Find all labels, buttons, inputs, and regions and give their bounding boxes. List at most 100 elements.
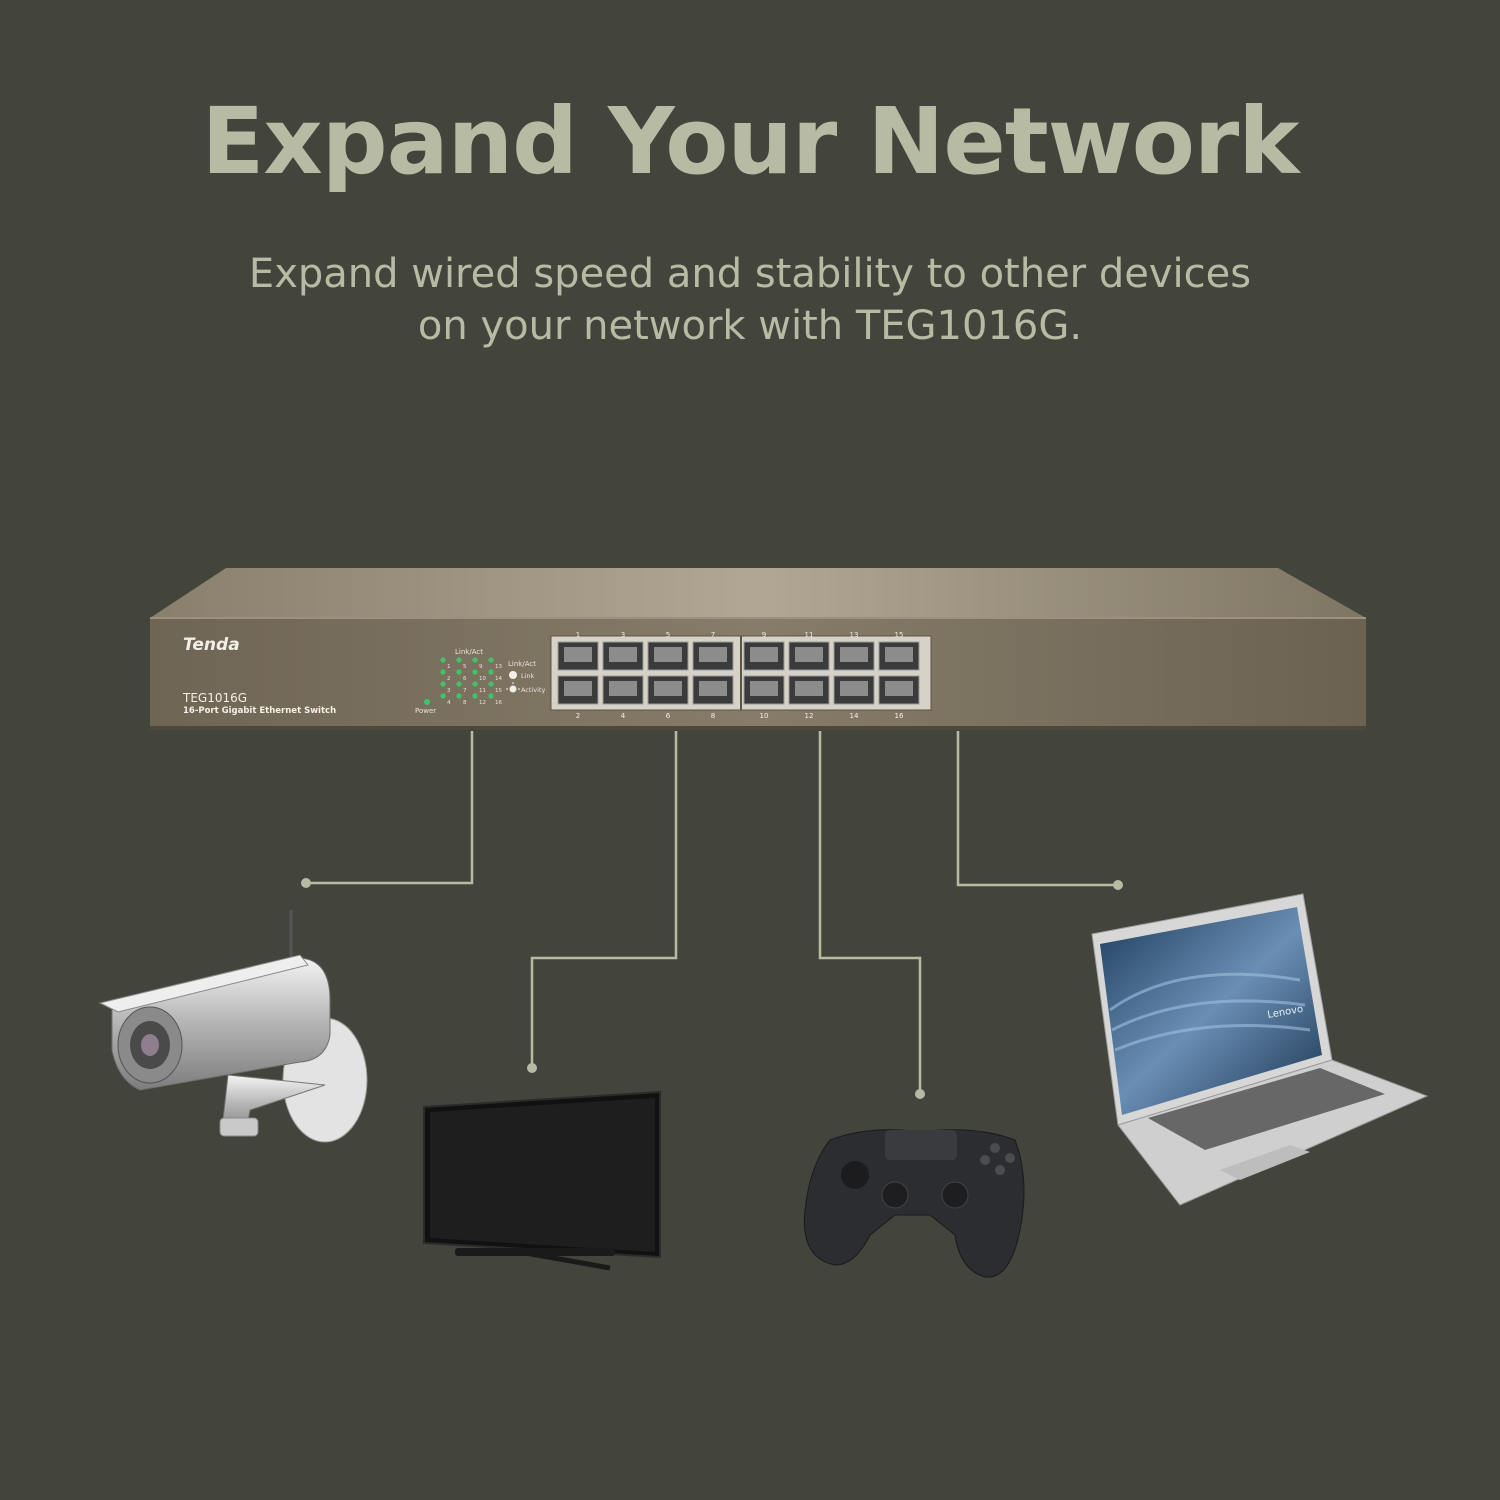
ethernet-port-contacts — [795, 681, 823, 696]
led-header: Link/Act — [455, 648, 483, 656]
port-led-13 — [488, 657, 494, 663]
ethernet-port-contacts — [750, 681, 778, 696]
port-led-label: 14 — [495, 676, 502, 682]
port-led-4 — [440, 693, 446, 699]
ethernet-port-contacts — [609, 647, 637, 662]
port-number-label: 2 — [576, 712, 580, 720]
subheadline: Expand wired speed and stability to othe… — [0, 248, 1500, 352]
port-number-label: 9 — [762, 631, 766, 639]
port-led-14 — [488, 669, 494, 675]
subheadline-line-1: Expand wired speed and stability to othe… — [248, 251, 1252, 297]
network-switch: Tenda TEG1016G 16-Port Gigabit Ethernet … — [150, 568, 1366, 730]
port-number-label: 14 — [850, 712, 859, 720]
ethernet-port-contacts — [750, 647, 778, 662]
port-number-label: 15 — [895, 631, 904, 639]
ethernet-port-contacts — [699, 681, 727, 696]
port-led-1 — [440, 657, 446, 663]
port-led-6 — [456, 669, 462, 675]
port-led-label: 16 — [495, 700, 502, 706]
game-controller — [803, 1129, 1025, 1278]
port-led-label: 3 — [447, 688, 451, 694]
laptop-connection-dot — [1113, 880, 1123, 890]
port-led-label: 4 — [447, 700, 451, 706]
port-led-2 — [440, 669, 446, 675]
laptop-screen — [1100, 907, 1322, 1115]
legend-activity: Activity — [521, 686, 545, 694]
port-led-label: 2 — [447, 676, 451, 682]
ethernet-port-contacts — [564, 647, 592, 662]
port-led-label: 7 — [463, 688, 467, 694]
subheadline-line-2: on your network with TEG1016G. — [417, 303, 1083, 349]
port-led-label: 10 — [479, 676, 486, 682]
tv-connection-dot — [527, 1063, 537, 1073]
switch-top-surface — [150, 568, 1366, 618]
port-led-15 — [488, 681, 494, 687]
ethernet-port-contacts — [840, 681, 868, 696]
controller-touchpad — [885, 1130, 957, 1160]
ethernet-port-contacts — [885, 647, 913, 662]
ethernet-port-contacts — [840, 647, 868, 662]
controller-connection-line — [818, 731, 922, 1094]
port-led-7 — [456, 681, 462, 687]
ethernet-port-contacts — [795, 647, 823, 662]
port-led-3 — [440, 681, 446, 687]
port-led-label: 11 — [479, 688, 486, 694]
port-led-label: 12 — [479, 700, 486, 706]
switch-model: TEG1016G — [182, 691, 247, 705]
ethernet-port-contacts — [699, 647, 727, 662]
port-led-5 — [456, 657, 462, 663]
ethernet-port-contacts — [885, 681, 913, 696]
port-led-16 — [488, 693, 494, 699]
port-number-label: 3 — [621, 631, 625, 639]
port-number-label: 13 — [850, 631, 859, 639]
port-led-label: 15 — [495, 688, 502, 694]
port-led-label: 1 — [447, 664, 451, 670]
port-number-label: 12 — [805, 712, 814, 720]
port-led-9 — [472, 657, 478, 663]
switch-description: 16-Port Gigabit Ethernet Switch — [183, 706, 336, 716]
port-number-label: 16 — [895, 712, 904, 720]
switch-brand-logo: Tenda — [183, 635, 240, 655]
port-led-12 — [472, 693, 478, 699]
port-led-label: 6 — [463, 676, 467, 682]
power-led — [424, 699, 430, 705]
legend-activity-icon — [506, 682, 520, 693]
laptop: Lenovo — [1091, 893, 1429, 1206]
camera-connection-line — [306, 731, 474, 885]
port-led-label: 5 — [463, 664, 467, 670]
port-number-label: 4 — [621, 712, 626, 720]
legend-link-dot — [509, 671, 517, 679]
port-number-label: 5 — [666, 631, 670, 639]
port-led-label: 13 — [495, 664, 502, 670]
port-number-label: 6 — [666, 712, 671, 720]
headline: Expand Your Network — [201, 88, 1300, 195]
connection-lines — [306, 731, 1118, 1094]
controller-right-stick — [941, 1181, 969, 1209]
power-label: Power — [415, 707, 436, 715]
port-number-label: 11 — [805, 631, 814, 639]
laptop-keyboard — [1148, 1068, 1385, 1150]
security-camera — [98, 910, 368, 1143]
legend-link: Link — [521, 672, 535, 680]
port-number-label: 8 — [711, 712, 715, 720]
port-led-10 — [472, 669, 478, 675]
ethernet-port-contacts — [564, 681, 592, 696]
tv-stand — [455, 1248, 615, 1256]
port-number-label: 1 — [576, 631, 580, 639]
camera-connection-dot — [301, 878, 311, 888]
port-number-label: 10 — [760, 712, 769, 720]
port-led-8 — [456, 693, 462, 699]
port-led-label: 8 — [463, 700, 467, 706]
controller-connection-dot — [915, 1089, 925, 1099]
ethernet-port-contacts — [609, 681, 637, 696]
port-number-label: 7 — [711, 631, 715, 639]
laptop-connection-line — [956, 731, 1118, 887]
port-led-label: 9 — [479, 664, 483, 670]
television — [423, 1090, 661, 1271]
port-led-11 — [472, 681, 478, 687]
ethernet-port-contacts — [654, 647, 682, 662]
tv-connection-line — [530, 731, 678, 1068]
